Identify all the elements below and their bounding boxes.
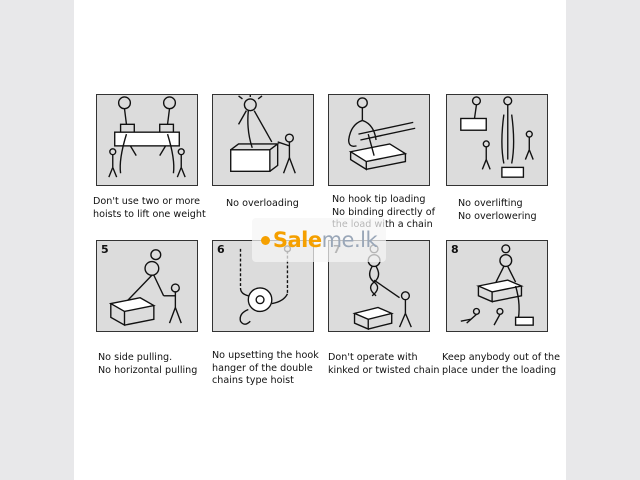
watermark-domain: me.lk [321, 228, 378, 252]
overload-icon [230, 95, 296, 174]
caption-7: Don't operate with kinked or twisted cha… [328, 352, 440, 376]
double-chain-icon [239, 245, 292, 325]
panel-3 [328, 94, 430, 186]
watermark-dot-icon [260, 235, 270, 245]
hook-tip-icon [347, 97, 416, 171]
panel-number: 5 [101, 243, 109, 256]
under-load-icon [460, 244, 534, 326]
side-pull-icon [108, 249, 182, 327]
caption-2: No overloading [226, 198, 299, 209]
caption-1: Don't use two or more hoists to lift one… [93, 196, 206, 220]
caption-6: No upsetting the hook hanger of the doub… [212, 350, 319, 386]
panel-5: 5 [96, 240, 198, 332]
twin-hoist-icon [108, 96, 186, 178]
panel-number: 6 [217, 243, 225, 256]
watermark-logo: Saleme.lk [252, 218, 386, 262]
overlift-icon [460, 96, 534, 178]
watermark-brand: Sale [272, 228, 322, 252]
panel-4 [446, 94, 548, 186]
panel-2 [212, 94, 314, 186]
caption-8: Keep anybody out of the place under the … [442, 352, 560, 376]
panel-number: 8 [451, 243, 459, 256]
panel-1 [96, 94, 198, 186]
panel-8: 8 [446, 240, 548, 332]
caption-5: No side pulling. No horizontal pulling [98, 352, 198, 376]
caption-4: No overlifting No overlowering [458, 198, 537, 222]
safety-instruction-sheet: Don't use two or more hoists to lift one… [74, 0, 566, 480]
